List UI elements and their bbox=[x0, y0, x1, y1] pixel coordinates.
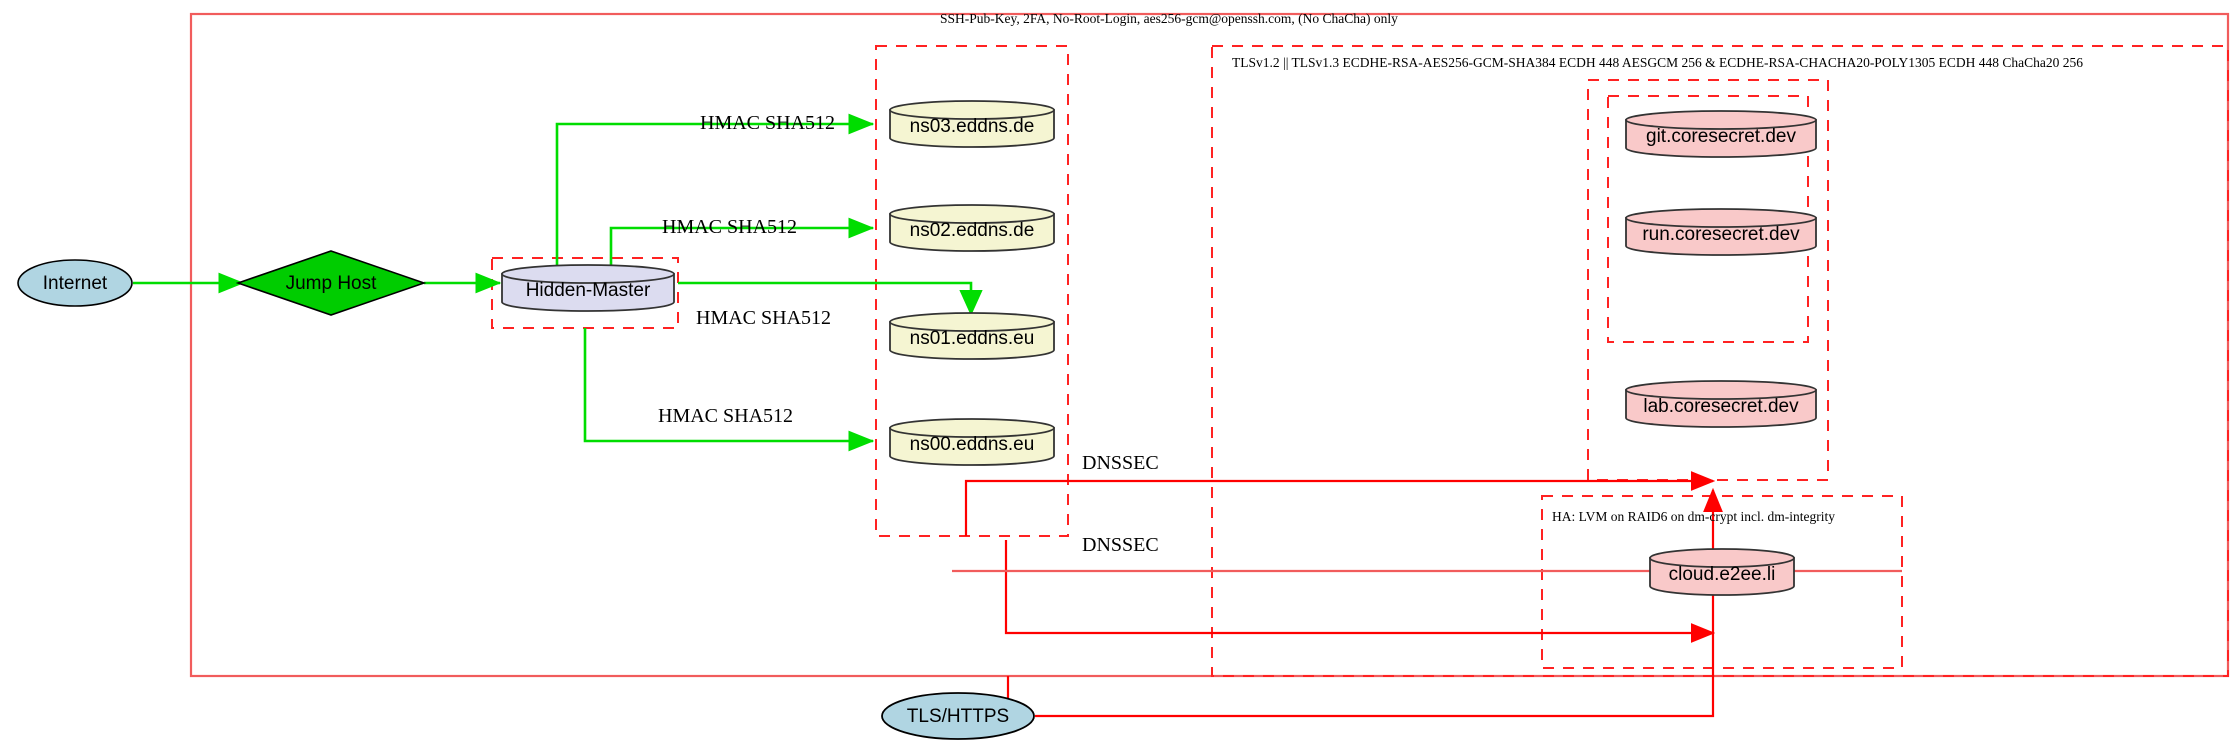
edge-label-dnssec-coresecret: DNSSEC bbox=[1082, 452, 1159, 474]
ssh-boundary-label: SSH-Pub-Key, 2FA, No-Root-Login, aes256-… bbox=[940, 11, 1398, 26]
node-ns00[interactable]: ns00.eddns.eu bbox=[888, 418, 1056, 466]
node-lab-coresecret-label: lab.coresecret.dev bbox=[1643, 395, 1799, 417]
node-hidden-master-label: Hidden-Master bbox=[525, 279, 651, 301]
node-lab-coresecret[interactable]: lab.coresecret.dev bbox=[1624, 380, 1818, 428]
node-ns03[interactable]: ns03.eddns.de bbox=[888, 100, 1056, 148]
node-git-coresecret-label: git.coresecret.dev bbox=[1646, 125, 1796, 147]
node-ns01-label: ns01.eddns.eu bbox=[909, 327, 1035, 349]
hidden-master-shape bbox=[501, 264, 675, 312]
node-tls-https-label: TLS/HTTPS bbox=[906, 705, 1010, 727]
edge-label-hmac-ns03: HMAC SHA512 bbox=[700, 112, 836, 134]
tls-boundary-rect bbox=[1211, 45, 2229, 677]
node-ns00-label: ns00.eddns.eu bbox=[909, 433, 1035, 455]
node-cloud-e2ee-label: cloud.e2ee.li bbox=[1668, 563, 1776, 585]
node-ns02[interactable]: ns02.eddns.de bbox=[888, 204, 1056, 252]
edge-master-ns01 bbox=[678, 281, 983, 316]
cloud-e2ee-shape bbox=[1649, 548, 1795, 596]
ns00-shape bbox=[889, 418, 1055, 466]
node-jumphost-label: Jump Host bbox=[285, 272, 377, 294]
node-ns03-label: ns03.eddns.de bbox=[909, 115, 1035, 137]
node-cloud-e2ee[interactable]: cloud.e2ee.li bbox=[1648, 548, 1796, 596]
jumphost-shape bbox=[236, 250, 426, 316]
ssh-boundary-rect bbox=[189, 12, 2230, 678]
node-run-coresecret[interactable]: run.coresecret.dev bbox=[1624, 208, 1818, 256]
edge-label-hmac-ns01: HMAC SHA512 bbox=[696, 307, 832, 329]
lab-coresecret-shape bbox=[1625, 380, 1817, 428]
node-tls-https[interactable]: TLS/HTTPS bbox=[880, 692, 1036, 744]
internet-shape bbox=[17, 259, 133, 307]
git-coresecret-shape bbox=[1625, 110, 1817, 158]
node-hidden-master[interactable]: Hidden-Master bbox=[500, 264, 676, 312]
run-coresecret-shape bbox=[1625, 208, 1817, 256]
ns02-shape bbox=[889, 204, 1055, 252]
edge-label-hmac-ns02: HMAC SHA512 bbox=[662, 216, 798, 238]
node-jumphost[interactable]: Jump Host bbox=[236, 249, 426, 317]
tls-https-shape bbox=[881, 692, 1035, 740]
edge-master-ns00 bbox=[583, 328, 875, 452]
node-run-coresecret-label: run.coresecret.dev bbox=[1642, 223, 1800, 245]
ns01-shape bbox=[889, 312, 1055, 360]
node-internet-label: Internet bbox=[42, 272, 108, 294]
ns03-shape bbox=[889, 100, 1055, 148]
node-ns02-label: ns02.eddns.de bbox=[909, 219, 1035, 241]
node-git-coresecret[interactable]: git.coresecret.dev bbox=[1624, 110, 1818, 158]
node-ns01[interactable]: ns01.eddns.eu bbox=[888, 312, 1056, 360]
ha-boundary-label: HA: LVM on RAID6 on dm-crypt incl. dm-in… bbox=[1552, 509, 1835, 524]
edge-master-ns03 bbox=[555, 113, 875, 272]
edge-dnssec-coresecret bbox=[964, 471, 1716, 536]
edge-label-dnssec-ha: DNSSEC bbox=[1082, 534, 1159, 556]
edge-label-hmac-ns00: HMAC SHA512 bbox=[658, 405, 794, 427]
edge-master-ns02 bbox=[609, 217, 875, 272]
node-internet[interactable]: Internet bbox=[16, 258, 134, 308]
tls-boundary-label: TLSv1.2 || TLSv1.3 ECDHE-RSA-AES256-GCM-… bbox=[1232, 55, 2083, 70]
